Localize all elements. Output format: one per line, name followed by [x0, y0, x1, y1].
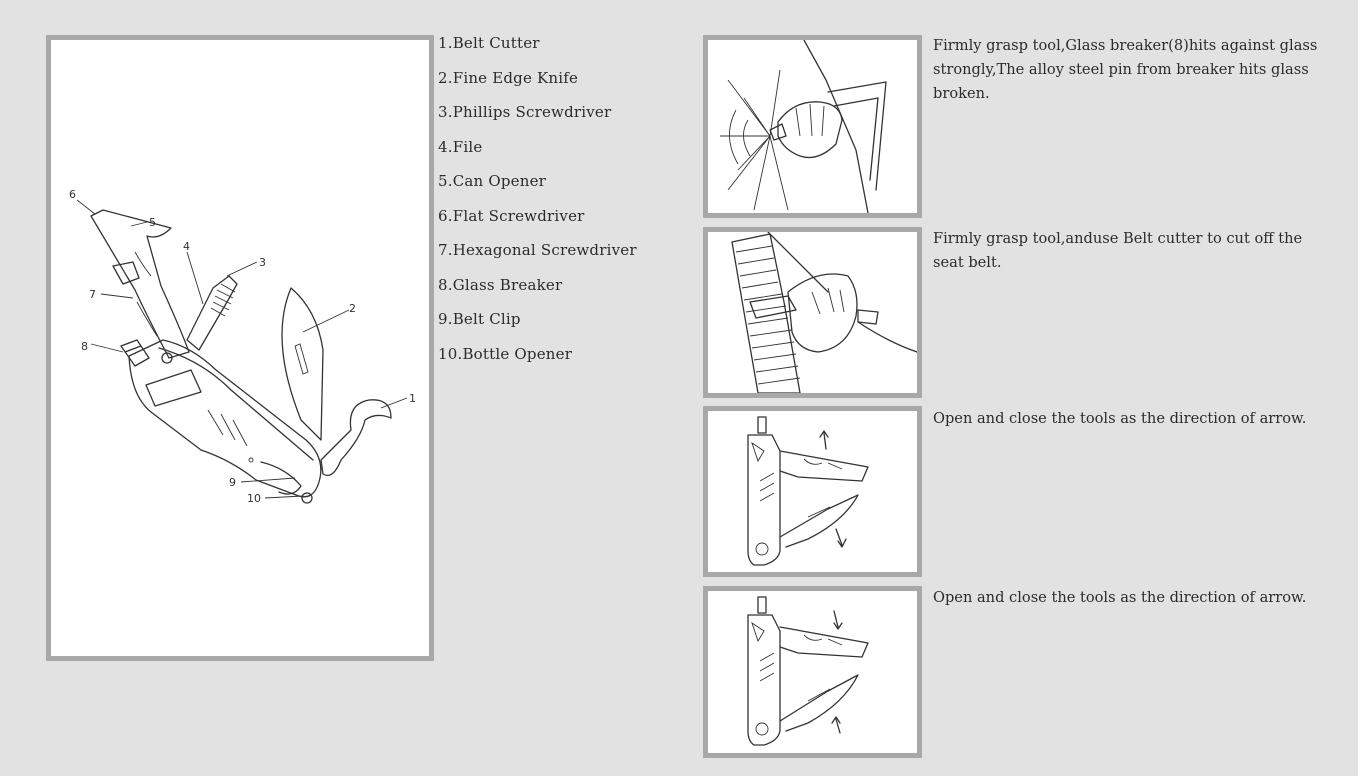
bottle-opener	[301, 492, 313, 504]
callout-9: 9	[229, 476, 236, 489]
part-item-belt-cutter: 1.Belt Cutter	[438, 34, 540, 52]
step-image-belt-cut	[703, 227, 922, 398]
step-image-glass-break	[703, 35, 922, 218]
tool-handle	[128, 339, 322, 498]
multitool-illustration: 1 2 3 4 5 6 7 8 9 10	[69, 188, 416, 505]
callout-5: 5	[149, 216, 156, 229]
callout-8: 8	[81, 340, 88, 353]
file-tool	[186, 275, 238, 351]
part-item-can-opener: 5.Can Opener	[438, 172, 547, 190]
step-image-open-tools	[703, 406, 922, 577]
part-item-hexagonal-screwdriver: 7.Hexagonal Screwdriver	[438, 241, 637, 259]
step-caption-glass-break: Firmly grasp tool,Glass breaker(8)hits a…	[933, 37, 1318, 102]
step-image-close-tools	[703, 586, 922, 758]
knife-blade	[281, 287, 324, 441]
callout-7: 7	[89, 288, 96, 301]
callout-2: 2	[349, 302, 356, 315]
part-item-glass-breaker: 8.Glass Breaker	[438, 275, 563, 294]
callout-1: 1	[409, 392, 416, 405]
arrow-down-icon	[833, 610, 843, 630]
part-item-phillips-screwdriver: 3.Phillips Screwdriver	[438, 103, 612, 121]
multi-tool-arm	[90, 209, 190, 359]
part-item-fine-edge-knife: 2.Fine Edge Knife	[438, 68, 579, 87]
callout-4: 4	[183, 240, 190, 253]
parts-list: 1.Belt Cutter 2.Fine Edge Knife 3.Philli…	[438, 32, 637, 377]
step-caption-close-tools: Open and close the tools as the directio…	[933, 589, 1307, 606]
part-item-flat-screwdriver: 6.Flat Screwdriver	[438, 206, 585, 225]
belt-cutter	[320, 399, 392, 477]
shattered-glass-icon	[720, 69, 789, 211]
arrow-up-icon	[831, 716, 841, 734]
callout-10: 10	[247, 492, 261, 505]
callout-3: 3	[259, 256, 266, 269]
step-caption-belt-cut: Firmly grasp tool,anduse Belt cutter to …	[933, 230, 1303, 271]
step-caption-open-tools: Open and close the tools as the directio…	[933, 410, 1307, 427]
part-item-bottle-opener: 10.Bottle Opener	[438, 344, 573, 363]
callout-6: 6	[69, 188, 76, 201]
arrow-down-icon	[835, 528, 847, 548]
arrow-up-icon	[819, 430, 829, 450]
part-item-file: 4.File	[438, 137, 483, 156]
hand-icon	[787, 273, 858, 353]
tool-diagram: 1 2 3 4 5 6 7 8 9 10	[46, 35, 434, 661]
glass-breaker	[120, 339, 150, 367]
hand-icon	[777, 101, 843, 159]
part-item-belt-clip: 9.Belt Clip	[438, 310, 521, 328]
